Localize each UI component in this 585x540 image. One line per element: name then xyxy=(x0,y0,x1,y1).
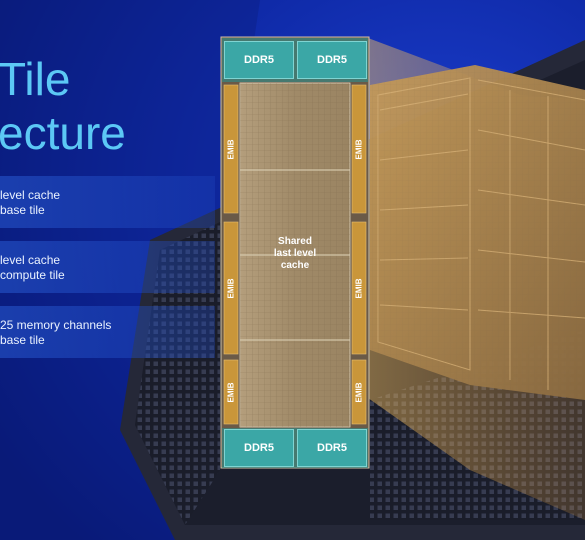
emib-text: EMIB xyxy=(354,278,364,298)
emib-label-left-top: EMIB xyxy=(225,85,237,213)
bullet-line: base tile xyxy=(0,203,45,217)
emib-text: EMIB xyxy=(354,139,364,159)
emib-label-right-top: EMIB xyxy=(353,85,365,213)
emib-text: EMIB xyxy=(226,382,236,402)
slide-title-line2: ecture xyxy=(0,107,126,159)
emib-text: EMIB xyxy=(226,139,236,159)
ddr5-block-bottom-left: DDR5 xyxy=(224,429,294,467)
bullet-line: compute tile xyxy=(0,268,65,282)
emib-text: EMIB xyxy=(226,278,236,298)
bullet-item: level cache base tile xyxy=(0,176,215,228)
bullet-line: level cache xyxy=(0,188,61,202)
llc-line: cache xyxy=(280,260,310,271)
emib-label-left-middle: EMIB xyxy=(225,222,237,354)
emib-label-right-middle: EMIB xyxy=(353,222,365,354)
shared-llc-label: Shared last level cache xyxy=(265,236,325,272)
emib-label-left-bottom: EMIB xyxy=(225,360,237,424)
emib-label-right-bottom: EMIB xyxy=(353,360,365,424)
bullet-line: level cache xyxy=(0,253,61,267)
ddr5-block-bottom-right: DDR5 xyxy=(297,429,367,467)
bullet-item: 25 memory channels base tile xyxy=(0,306,215,358)
bullet-line: 25 memory channels xyxy=(0,318,112,332)
emib-text: EMIB xyxy=(354,382,364,402)
bullet-line: base tile xyxy=(0,333,45,347)
llc-line: Shared xyxy=(278,236,312,247)
llc-line: last level xyxy=(273,248,317,259)
bullet-item: level cache compute tile xyxy=(0,241,215,293)
ddr5-block-top-left: DDR5 xyxy=(224,41,294,79)
slide-title-line1: Tile xyxy=(0,53,71,105)
ddr5-block-top-right: DDR5 xyxy=(297,41,367,79)
